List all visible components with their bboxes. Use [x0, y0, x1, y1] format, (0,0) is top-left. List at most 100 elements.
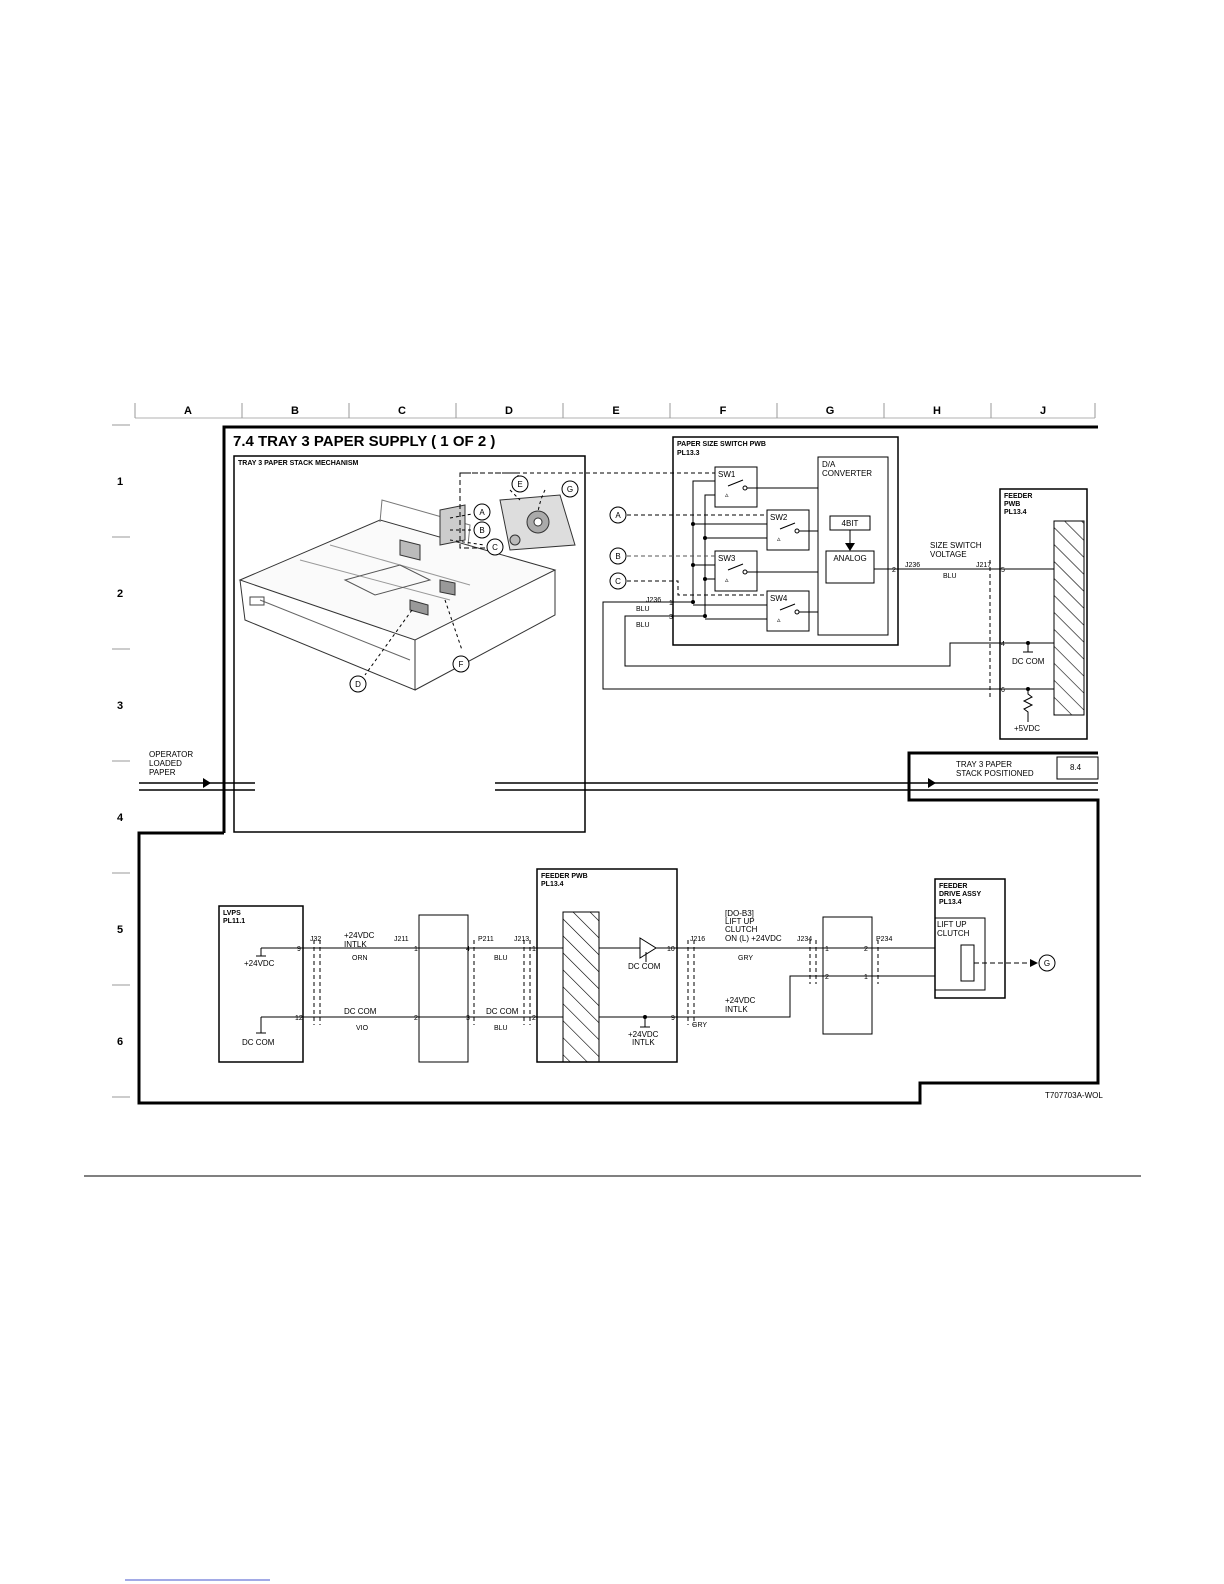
- svg-text:▵: ▵: [777, 536, 781, 543]
- pin-number: 1: [864, 974, 868, 981]
- pin-number: 4: [466, 946, 470, 953]
- size-switch-title: PAPER SIZE SWITCH PWB: [677, 441, 766, 448]
- col-label: J: [1040, 405, 1046, 417]
- row-label: 6: [117, 1036, 123, 1048]
- feeder-pwb-top-box: [999, 488, 1088, 740]
- col-label: D: [505, 405, 513, 417]
- lvps-title: LVPS: [223, 910, 241, 917]
- size-signal-label: SIZE SWITCH: [930, 541, 982, 550]
- wire-label: DC COM: [344, 1007, 377, 1016]
- wire-color: BLU: [494, 955, 508, 962]
- wire-label: INTLK: [344, 940, 367, 949]
- pin-number: 3: [466, 1015, 470, 1022]
- switch-sw1: SW1 ▵: [714, 466, 758, 508]
- operator-label: PAPER: [149, 768, 176, 777]
- wire-label: +24VDC: [725, 996, 756, 1005]
- clutch-arrow: [1030, 959, 1038, 967]
- bit-box-label: 4BIT: [842, 519, 859, 528]
- callout-f: F: [459, 660, 464, 669]
- wire-label: INTLK: [725, 1005, 748, 1014]
- analog-box-label: ANALOG: [833, 554, 866, 563]
- flow-arrow: [203, 778, 211, 788]
- wire-label: CLUTCH: [725, 925, 758, 934]
- clutch-label: LIFT UP: [937, 920, 967, 929]
- clutch-box: [934, 917, 986, 991]
- wire-label: ON (L) +24VDC: [725, 934, 782, 943]
- callout-a: A: [479, 508, 485, 517]
- feeder-pwb-title: PL13.4: [1004, 509, 1027, 516]
- col-label: A: [184, 405, 192, 417]
- feeder-pwb-hatch: [1053, 520, 1085, 716]
- callout-b: B: [615, 552, 620, 561]
- pin-number: 4: [1001, 641, 1005, 648]
- page-title: 7.4 TRAY 3 PAPER SUPPLY ( 1 OF 2 ): [233, 433, 495, 450]
- clutch-label: CLUTCH: [937, 929, 970, 938]
- tray-illustration: [238, 494, 576, 691]
- pin-number: 2: [414, 1015, 418, 1022]
- v24-label: INTLK: [632, 1038, 655, 1047]
- size-switch-pl: PL13.3: [677, 450, 700, 457]
- converter-label: D/A: [822, 460, 836, 469]
- callout-a-circle: [609, 506, 627, 524]
- callout-e-circle: [511, 475, 529, 493]
- pin-number: 6: [1001, 687, 1005, 694]
- connector-j213: J213: [514, 936, 529, 943]
- size-switch-pwb-box: [672, 436, 899, 646]
- pin-number: 1: [532, 946, 536, 953]
- switch-label: SW4: [770, 594, 788, 603]
- pin-number: 9: [671, 1015, 675, 1022]
- wire-color: VIO: [356, 1025, 369, 1032]
- flow-arrow: [928, 778, 936, 788]
- stack-positioned-label: STACK POSITIONED: [956, 769, 1034, 778]
- wire-label: DC COM: [486, 1007, 519, 1016]
- lvps-internal: [256, 947, 303, 1034]
- switch-sw3: SW3 ▵: [714, 550, 758, 592]
- switch-sw2: SW2 ▵: [766, 509, 810, 551]
- callout-b-circle: [473, 521, 491, 539]
- feeder-pwb-bottom-box: [536, 868, 678, 1063]
- size-signal-label: VOLTAGE: [930, 550, 967, 559]
- switch-label: SW1: [718, 470, 736, 479]
- col-label: B: [291, 405, 299, 417]
- pin-number: 2: [864, 946, 868, 953]
- col-label: H: [933, 405, 941, 417]
- svg-text:▵: ▵: [777, 617, 781, 624]
- callout-circles: A B C E G D F: [349, 475, 579, 693]
- callout-b: B: [479, 526, 484, 535]
- pin-number: 1: [414, 946, 418, 953]
- connector-block-j234: [822, 916, 873, 1035]
- connector-j211: J211: [394, 936, 409, 943]
- reference-box: [1056, 756, 1099, 780]
- lvps-title: PL11.1: [223, 918, 245, 925]
- paper-flow-lines: [139, 782, 1098, 791]
- mechanism-box: [233, 455, 586, 833]
- row-labels: 1 2 3 4 5 6: [112, 424, 130, 1098]
- feeder-drive-title: PL13.4: [939, 899, 962, 906]
- operator-label: OPERATOR: [149, 750, 193, 759]
- callout-g: G: [567, 485, 573, 494]
- wire-label: +24VDC: [344, 931, 375, 940]
- callout-d-circle: [349, 675, 367, 693]
- connector-j236: J236: [646, 597, 661, 604]
- connector-p234: P234: [876, 936, 892, 943]
- reference-number[interactable]: 8.4: [1070, 763, 1082, 772]
- svg-text:▵: ▵: [725, 492, 729, 499]
- callout-g-circle: [1038, 954, 1056, 972]
- wire-label: [DO-B3]: [725, 909, 754, 918]
- row-label: 3: [117, 700, 123, 712]
- callout-g-circle: [561, 480, 579, 498]
- callout-a: A: [615, 511, 621, 520]
- connector-block-j211: [418, 914, 469, 1063]
- lvps-box: [218, 905, 304, 1063]
- pin-number: 1: [825, 946, 829, 953]
- wire-color: GRY: [738, 955, 753, 962]
- col-label: G: [826, 405, 835, 417]
- stack-positioned-label: TRAY 3 PAPER: [956, 760, 1012, 769]
- callout-c: C: [615, 577, 621, 586]
- analog-box: [825, 550, 875, 584]
- svg-text:▵: ▵: [725, 577, 729, 584]
- v24-label: +24VDC: [628, 1030, 659, 1039]
- wire-color: BLU: [636, 606, 650, 613]
- callout-c-circle: [609, 572, 627, 590]
